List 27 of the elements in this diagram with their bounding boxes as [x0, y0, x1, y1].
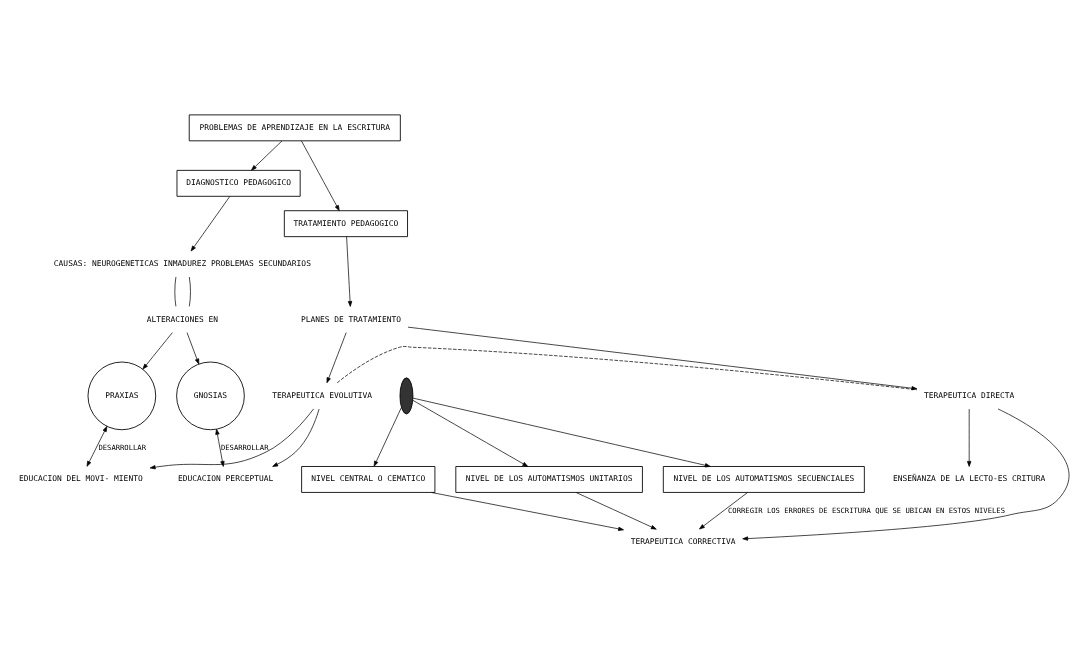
arrow [149, 408, 314, 469]
arrow [575, 491, 657, 529]
arrow [412, 397, 711, 467]
arrow [142, 331, 173, 369]
arrow [346, 235, 353, 307]
arrow [215, 428, 225, 467]
arrow [190, 195, 231, 251]
arrow [251, 140, 283, 171]
arrow [407, 326, 918, 390]
arrow [412, 399, 529, 467]
connector [188, 276, 191, 307]
arrow [86, 425, 108, 467]
edge-label: CORREGIR LOS ERRORES DE ESCRITURA QUE SE UBICAN EN ESTOS NIVELES [728, 505, 1005, 515]
arrow [373, 406, 402, 467]
arrow [431, 491, 624, 531]
edge-label: DESARROLLAR [98, 442, 147, 452]
arrow [967, 408, 972, 467]
edge-label: DESARROLLAR [220, 442, 269, 452]
arrow [186, 331, 200, 364]
arrow [272, 408, 320, 467]
connector [336, 345, 918, 390]
arrow [742, 408, 1070, 541]
arrow [699, 491, 748, 529]
arrow [301, 140, 340, 211]
connector [174, 276, 177, 307]
node-lens [399, 376, 414, 414]
arrow [326, 331, 347, 383]
